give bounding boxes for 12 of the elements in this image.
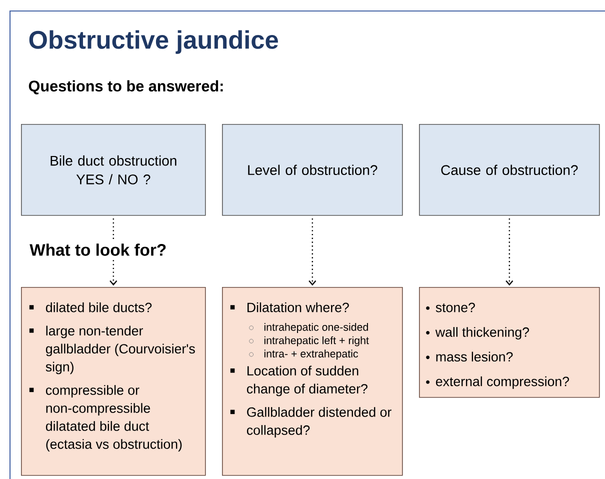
checklist-box: dilated bile ducts? large non-tender gallbladder (Courvoisier's sign) compressible or non-compressible dilatated bile duct (ectasia vs obstruction) [21,287,206,476]
question-box: Level of obstruction? [222,124,403,216]
checklist-box: Dilatation where? intrahepatic one-sided intrahepatic left + right intra- + extrahepatic Location of sudden change of diameter? Gallbladder distended or collapsed? [222,287,403,476]
question-box: Bile duct obstruction YES / NO ? [21,124,206,216]
dotted-arrow [308,218,316,286]
dotted-arrow [506,218,514,286]
dotted-arrow [110,260,118,286]
checklist-box: stone? wall thickening? mass lesion? external compression? [419,287,600,398]
section-heading: What to look for? [30,244,166,256]
question-box: Cause of obstruction? [419,124,600,216]
slide-title: Obstructive jaundice [29,30,278,54]
subheading: Questions to be answered: [28,80,223,94]
